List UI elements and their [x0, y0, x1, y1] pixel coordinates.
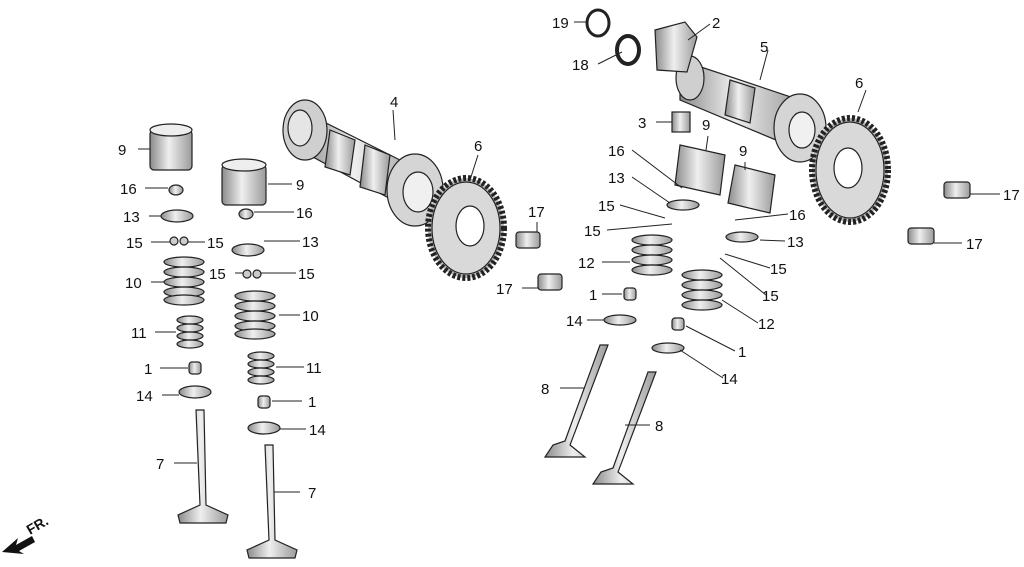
callout-15: 15 [598, 198, 615, 215]
cotter-15-left-a [169, 236, 189, 246]
valve-seal-1-left-a [188, 361, 202, 375]
callout-17: 17 [528, 204, 545, 221]
callout-8: 8 [541, 381, 549, 398]
callout-1: 1 [589, 287, 597, 304]
valve-seal-1-left-b [257, 395, 271, 409]
callout-16: 16 [120, 181, 137, 198]
front-label: FR. [24, 512, 52, 537]
callout-11: 11 [131, 325, 147, 342]
front-arrow-icon: FR. [2, 512, 51, 554]
washer-18 [615, 34, 641, 66]
callout-13: 13 [302, 234, 319, 251]
valve-8-b [591, 371, 657, 485]
spring-seat-14-a [603, 314, 637, 326]
valve-8-a [543, 344, 609, 458]
cam-sprocket-6-right [809, 115, 891, 225]
callout-9: 9 [739, 143, 747, 160]
spring-seat-14-b [651, 342, 685, 354]
bolt-17-left-b [537, 273, 563, 291]
callouts: 19 2 18 5 3 9 9 6 16 13 15 15 16 13 15 1… [118, 15, 1020, 502]
callout-15: 15 [770, 261, 787, 278]
callout-7: 7 [156, 456, 164, 473]
valve-seal-1-a [623, 287, 637, 301]
callout-12: 12 [578, 255, 595, 272]
callout-17: 17 [496, 281, 513, 298]
callout-10: 10 [125, 275, 142, 292]
shim-16-left-b [238, 208, 254, 220]
bolt-17-right-a [943, 181, 971, 199]
spring-11-left-a [176, 315, 204, 349]
callout-15: 15 [298, 266, 315, 283]
retainer-13-left-b [231, 243, 265, 257]
spring-11-left-b [247, 351, 275, 385]
callout-16: 16 [608, 143, 625, 160]
valve-7-left-a [177, 409, 229, 524]
callout-13: 13 [123, 209, 140, 226]
spring-10-left-a [163, 256, 205, 306]
callout-9: 9 [702, 117, 710, 134]
callout-12: 12 [758, 316, 775, 333]
decompressor-2 [654, 21, 698, 73]
callout-15: 15 [762, 288, 779, 305]
shim-16-left-a [168, 184, 184, 196]
callout-16: 16 [296, 205, 313, 222]
spring-3 [671, 111, 691, 133]
retainer-13-left-a [160, 209, 194, 223]
leader-lines [138, 21, 1000, 493]
camshaft-4 [282, 99, 444, 227]
bolt-17-right-b [907, 227, 935, 245]
callout-11: 11 [306, 360, 322, 377]
callout-14: 14 [309, 422, 326, 439]
retainer-13-b [725, 231, 759, 243]
tappet-9-left-b [221, 158, 267, 206]
callout-7: 7 [308, 485, 316, 502]
callout-1: 1 [738, 344, 746, 361]
spring-12-a [631, 234, 673, 276]
callout-14: 14 [136, 388, 153, 405]
callout-18: 18 [572, 57, 589, 74]
callout-17: 17 [1003, 187, 1020, 204]
callout-1: 1 [308, 394, 316, 411]
callout-16: 16 [789, 207, 806, 224]
valve-7-left-b [246, 444, 298, 559]
callout-2: 2 [712, 15, 720, 32]
callout-9: 9 [296, 177, 304, 194]
callout-14: 14 [566, 313, 583, 330]
callout-4: 4 [390, 94, 398, 111]
callout-6: 6 [474, 138, 482, 155]
callout-3: 3 [638, 115, 646, 132]
bolt-17-left-a [515, 231, 541, 249]
callout-13: 13 [608, 170, 625, 187]
spring-10-left-b [234, 290, 276, 340]
callout-8: 8 [655, 418, 663, 435]
tappet-9-left-a [149, 123, 193, 171]
callout-10: 10 [302, 308, 319, 325]
circlip-19 [585, 8, 611, 38]
callout-1: 1 [144, 361, 152, 378]
cotter-15-left-b [242, 269, 262, 279]
camshaft-5 [675, 55, 827, 163]
spring-seat-14-left-a [178, 385, 212, 399]
tappet-9-b [727, 164, 776, 214]
callout-15: 15 [126, 235, 143, 252]
callout-14: 14 [721, 371, 738, 388]
callout-5: 5 [760, 39, 768, 56]
retainer-13-a [666, 199, 700, 211]
callout-17: 17 [966, 236, 983, 253]
tappet-9-a [674, 144, 726, 196]
valve-seal-1-b [671, 317, 685, 331]
callout-15: 15 [584, 223, 601, 240]
callout-15: 15 [207, 235, 224, 252]
spring-12-b [681, 269, 723, 311]
callout-15: 15 [209, 266, 226, 283]
cam-sprocket-6-left [425, 175, 507, 281]
callout-13: 13 [787, 234, 804, 251]
callout-6: 6 [855, 75, 863, 92]
callout-19: 19 [552, 15, 569, 32]
callout-9: 9 [118, 142, 126, 159]
spring-seat-14-left-b [247, 421, 281, 435]
